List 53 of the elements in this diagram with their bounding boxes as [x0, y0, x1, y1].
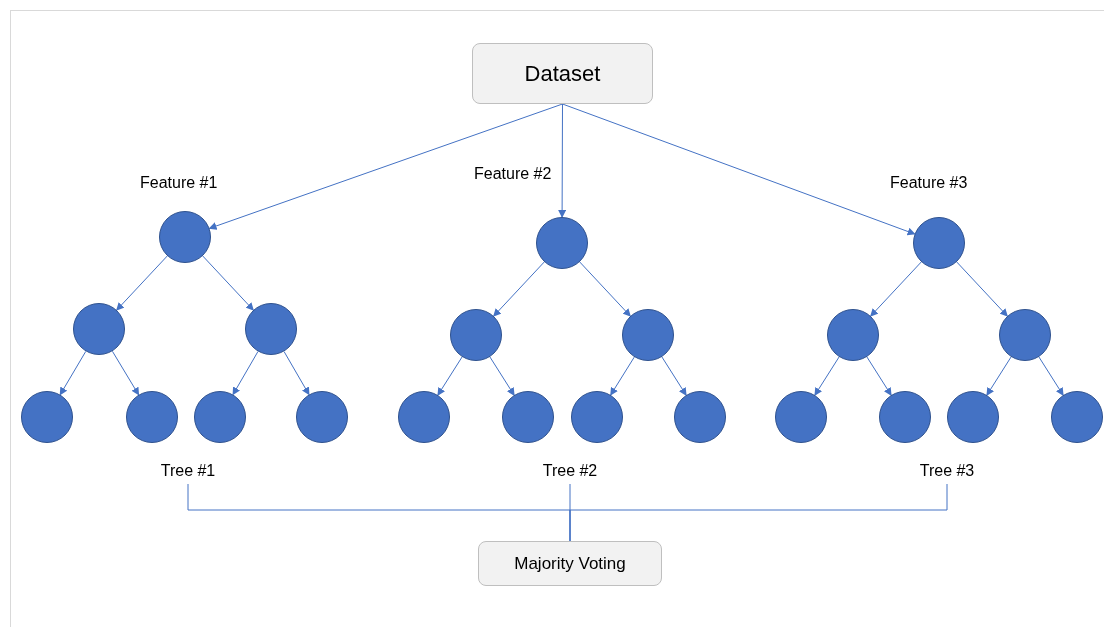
arrow [59, 350, 87, 396]
arrow [866, 356, 892, 396]
arrow [116, 255, 168, 311]
tree-node-circle [21, 391, 73, 443]
tree-node-circle [674, 391, 726, 443]
connector-line [569, 483, 948, 542]
arrow [986, 356, 1012, 396]
tree-node-circle [1051, 391, 1103, 443]
tree-label: Tree #3 [911, 462, 983, 480]
process-box [478, 541, 662, 586]
box-label: Majority Voting [514, 553, 626, 574]
arrow [493, 261, 545, 317]
arrow [202, 255, 254, 311]
arrow [956, 261, 1008, 317]
feature-label: Feature #1 [140, 174, 218, 192]
tree-node-circle [502, 391, 554, 443]
tree-node-circle [126, 391, 178, 443]
feature-label: Feature #2 [474, 165, 552, 183]
tree-node-circle [571, 391, 623, 443]
arrow [437, 356, 463, 396]
tree-node-circle [775, 391, 827, 443]
box-label: Dataset [524, 60, 601, 87]
arrow [208, 103, 563, 230]
tree-node-circle [73, 303, 125, 355]
tree-node-circle [296, 391, 348, 443]
tree-node-circle [398, 391, 450, 443]
tree-node-circle [879, 391, 931, 443]
arrow [111, 350, 140, 396]
arrow [283, 351, 310, 396]
tree-node-circle [536, 217, 588, 269]
tree-label: Tree #2 [534, 462, 606, 480]
tree-node-circle [999, 309, 1051, 361]
tree-node-circle [947, 391, 999, 443]
arrow [558, 103, 567, 218]
arrow [610, 356, 635, 396]
arrow [870, 261, 922, 317]
tree-node-circle [194, 391, 246, 443]
tree-node-circle [245, 303, 297, 355]
tree-label: Tree #1 [152, 462, 224, 480]
tree-node-circle [622, 309, 674, 361]
arrow [579, 261, 631, 317]
tree-node-circle [159, 211, 211, 263]
feature-label: Feature #3 [890, 174, 968, 192]
tree-node-circle [913, 217, 965, 269]
arrow [661, 356, 687, 396]
arrow [232, 351, 259, 396]
arrow [562, 103, 916, 236]
process-box [472, 43, 653, 104]
tree-node-circle [450, 309, 502, 361]
tree-node-circle [827, 309, 879, 361]
arrow [489, 356, 515, 396]
arrow [814, 356, 840, 396]
arrow [1038, 356, 1064, 396]
